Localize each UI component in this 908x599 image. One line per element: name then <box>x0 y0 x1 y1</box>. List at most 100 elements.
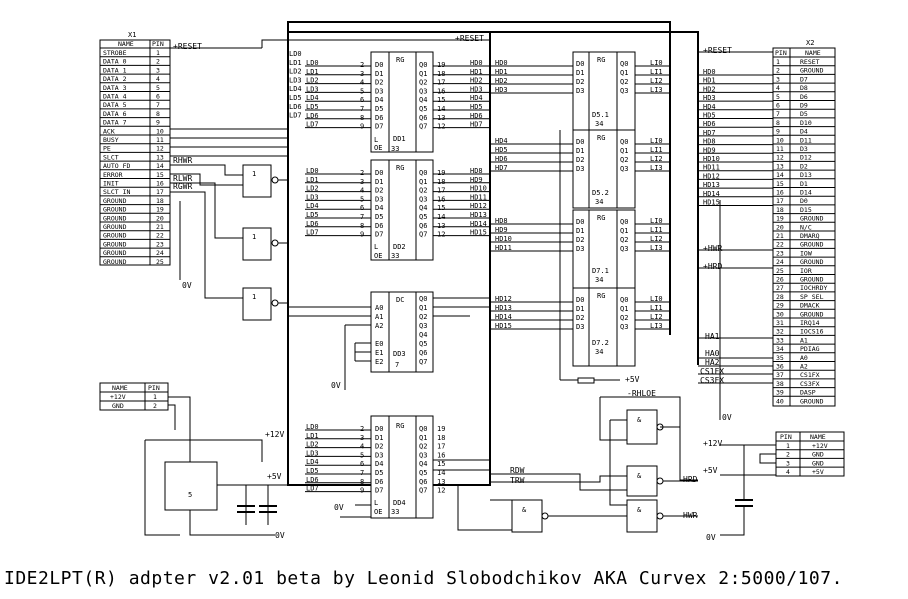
li-label: LI2 <box>650 313 663 321</box>
x2-row-name: D5 <box>800 110 808 118</box>
x1-row-name: GROUND <box>103 258 127 266</box>
svg-text:+HRD: +HRD <box>703 262 722 271</box>
svg-text:RG: RG <box>597 56 605 64</box>
pwr-out-row-pin: 1 <box>786 442 790 450</box>
ld-label: LD3 <box>306 193 319 201</box>
dd1-pin-out: Q3 <box>419 87 427 95</box>
x2-row-name: RESET <box>800 58 820 66</box>
dd2-pin-out: Q5 <box>419 213 427 221</box>
x2-row-name: D4 <box>800 128 808 136</box>
hd-in-label: HD4 <box>495 137 508 145</box>
hd-x2-label: HD6 <box>703 120 716 128</box>
x1-row-name: DATA 5 <box>103 101 127 109</box>
ld-label: LD4 <box>306 94 319 102</box>
hd-label: HD9 <box>470 176 483 184</box>
x1-row-pin: 21 <box>156 223 164 231</box>
x2-row-pin: 21 <box>776 232 784 240</box>
dd1-pin-num: 7 <box>360 105 364 113</box>
x2-row-name: GROUND <box>800 310 824 318</box>
ld-label: LD6 <box>306 476 319 484</box>
svg-text:D7.2: D7.2 <box>592 339 609 347</box>
dd2-pin-num: 4 <box>360 187 364 195</box>
dd2-pin-num: 7 <box>360 213 364 221</box>
x1-row-name: GROUND <box>103 197 127 205</box>
svg-text:D7.1: D7.1 <box>592 267 609 275</box>
svg-text:33: 33 <box>391 145 399 153</box>
x1-row-pin: 1 <box>156 49 160 57</box>
reg34-pin-in: D0 <box>576 60 584 68</box>
gate-4: & <box>626 409 664 445</box>
bus-right-frame <box>490 31 699 365</box>
x2-row-name: D15 <box>800 206 812 214</box>
svg-text:&: & <box>637 506 642 514</box>
hd-x2-label: HD15 <box>703 199 720 207</box>
x1-row-name: SLCT IN <box>103 188 130 196</box>
hd-label: HD5 <box>470 103 483 111</box>
li-label: LI2 <box>650 77 663 85</box>
dd4-pin-out: Q0 <box>419 425 427 433</box>
dd1-pin-num: 5 <box>360 87 364 95</box>
li-label: LI1 <box>650 146 663 154</box>
x1-row-pin: 3 <box>156 66 160 74</box>
x2-row-pin: 8 <box>776 119 780 127</box>
x1-row-pin: 8 <box>156 110 160 118</box>
reg34-pin-in: D2 <box>576 156 584 164</box>
ld-label: LD3 <box>306 85 319 93</box>
x1-row-pin: 11 <box>156 136 164 144</box>
ld-label: LD7 <box>289 112 302 120</box>
pwr-out-row-pin: 3 <box>786 459 790 467</box>
dd2-pin-num: 9 <box>360 231 364 239</box>
x2-row-name: IOCHRDY <box>800 284 827 292</box>
x1-row-pin: 12 <box>156 145 164 153</box>
x1-row-pin: 9 <box>156 119 160 127</box>
ld-label: LD4 <box>306 458 319 466</box>
dd2-pin-num: 15 <box>437 204 445 212</box>
pwr-in-r1-pin: 1 <box>153 393 157 401</box>
dd3-pin-in: E2 <box>375 358 383 366</box>
svg-text:HA0: HA0 <box>705 349 720 358</box>
dd4-pin-out: Q1 <box>419 434 427 442</box>
capacitor-1 <box>237 505 255 525</box>
x2-row-name: D7 <box>800 75 808 83</box>
ld-label: LD2 <box>306 185 319 193</box>
dd1-pin-num: 6 <box>360 96 364 104</box>
dd2-pin-in: D1 <box>375 178 383 186</box>
svg-text:D5.2: D5.2 <box>592 189 609 197</box>
dd2-pin-num: 12 <box>437 231 445 239</box>
dd2-pin-out: Q0 <box>419 169 427 177</box>
x2-col-pin: PIN <box>775 49 787 57</box>
x2-row-pin: 37 <box>776 371 784 379</box>
x1-title: X1 <box>128 31 136 39</box>
hd-label: HD13 <box>470 211 487 219</box>
dd3-pin-in: A1 <box>375 313 383 321</box>
x2-row-pin: 20 <box>776 223 784 231</box>
dd1-pin-out: Q0 <box>419 61 427 69</box>
x2-row-pin: 22 <box>776 241 784 249</box>
li-label: LI0 <box>650 217 663 225</box>
ld-label: LD2 <box>306 441 319 449</box>
ld-label: LD3 <box>306 449 319 457</box>
dd4-pin-num: 16 <box>437 451 445 459</box>
dd4-pin-num: 9 <box>360 487 364 495</box>
hd-in-label: HD15 <box>495 322 512 330</box>
dd3-pin-in: E1 <box>375 349 383 357</box>
dd2-pin-num: 2 <box>360 169 364 177</box>
dd1-pin-num: 13 <box>437 114 445 122</box>
ld-label: LD4 <box>306 202 319 210</box>
dd4-pin-in: D2 <box>375 443 383 451</box>
dd1-pin-in: D3 <box>375 87 383 95</box>
x2-row-pin: 3 <box>776 75 780 83</box>
x2-row-name: GROUND <box>800 258 824 266</box>
x2-row-pin: 1 <box>776 58 780 66</box>
gate-1: 1 <box>242 164 279 198</box>
ld-label: LD6 <box>306 220 319 228</box>
dd2-pin-out: Q1 <box>419 178 427 186</box>
hd-x2-label: HD14 <box>703 190 720 198</box>
ld-label: LD7 <box>306 229 319 237</box>
svg-text:+HWR: +HWR <box>703 244 722 253</box>
x1-row-name: DATA 1 <box>103 66 127 74</box>
reg34-pin-out: Q2 <box>620 78 628 86</box>
svg-text:DD3: DD3 <box>393 350 406 358</box>
dd3-pin-out: Q1 <box>419 304 427 312</box>
